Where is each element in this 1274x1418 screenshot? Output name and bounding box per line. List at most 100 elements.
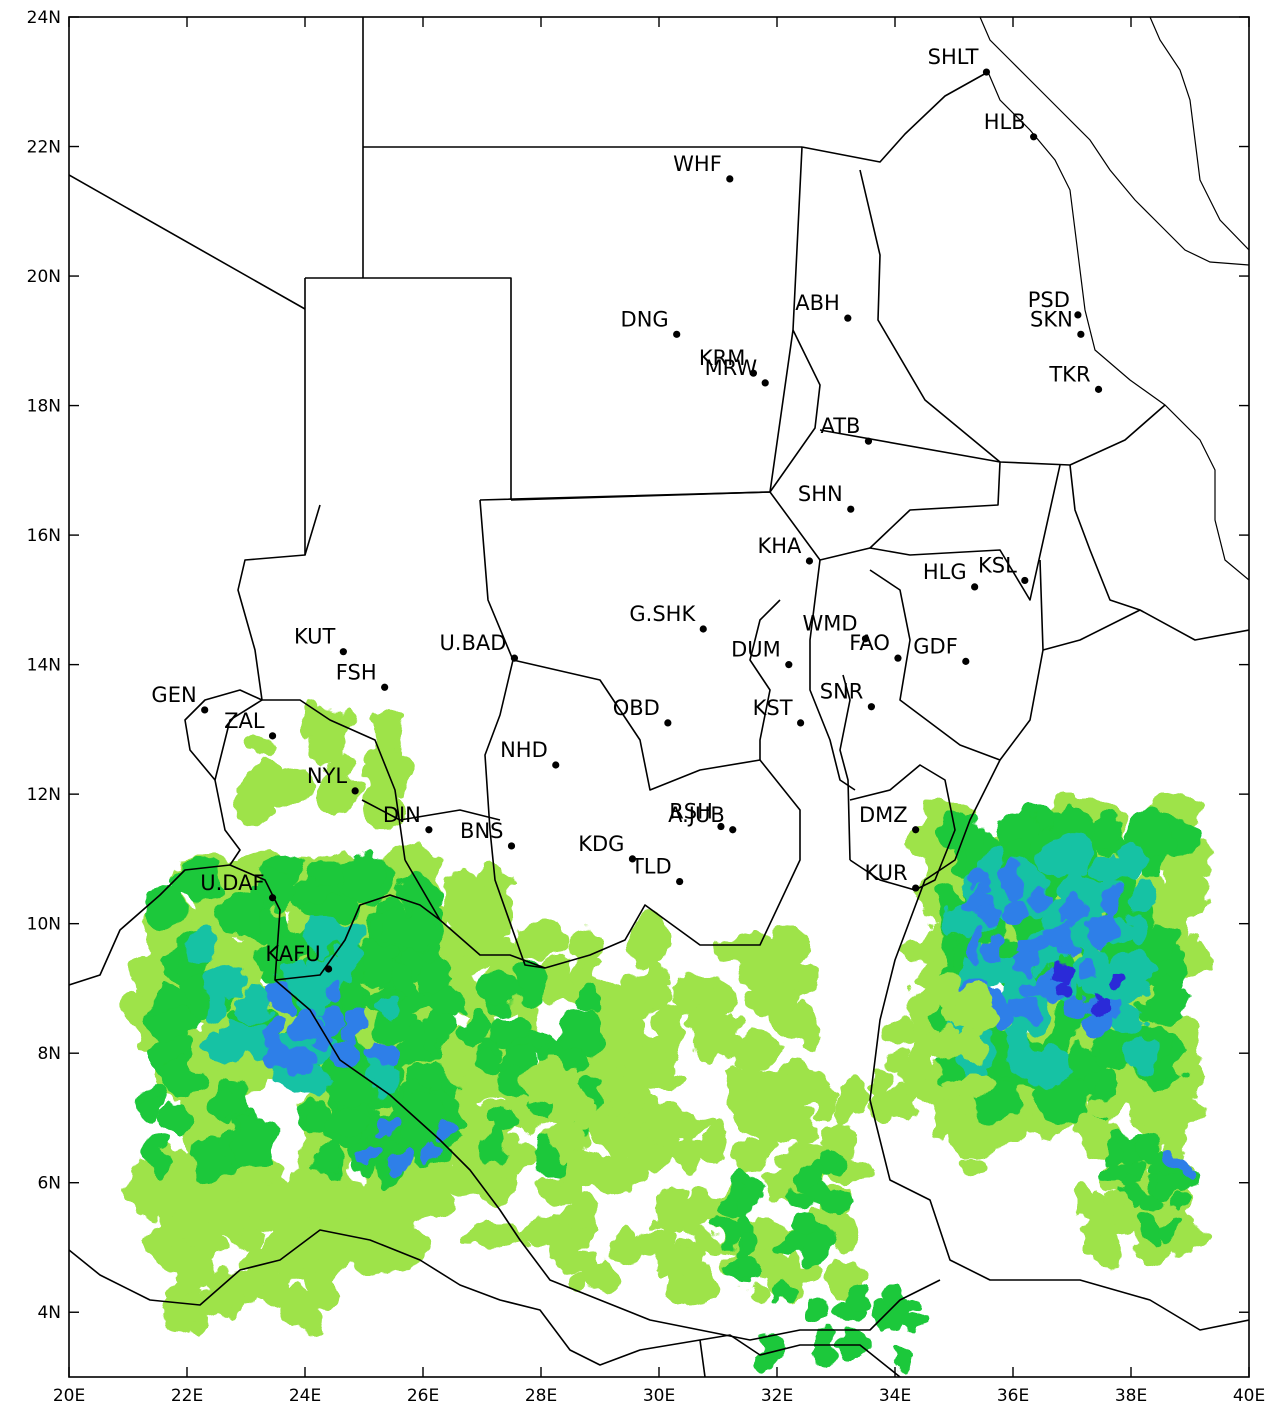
station-label: KDG (578, 832, 624, 856)
y-tick-label: 24N (27, 8, 61, 28)
station-label: GEN (151, 683, 196, 707)
station-dot (552, 761, 560, 769)
station-dot (507, 842, 516, 850)
station-label: SNR (820, 680, 864, 704)
station-psd: PSD (1028, 288, 1082, 319)
x-tick-label: 24E (289, 1386, 321, 1406)
station-dot (717, 822, 725, 831)
station-label: WHF (673, 152, 722, 176)
station-fao: FAO (849, 631, 902, 662)
station-whf: WHF (673, 152, 734, 183)
x-tick-label: 32E (761, 1386, 793, 1406)
station-dot (962, 657, 970, 665)
station-label: BNS (460, 819, 503, 843)
station-dot (201, 706, 209, 714)
station-label: KSL (978, 553, 1017, 577)
x-tick-label: 22E (171, 1386, 203, 1406)
station-label: SHN (798, 482, 843, 506)
y-tick-label: 4N (37, 1303, 61, 1323)
station-label: KST (753, 696, 793, 720)
station-label: KAFU (265, 942, 320, 966)
station-label: KHA (758, 534, 803, 558)
station-label: DMZ (859, 803, 908, 827)
station-nhd: NHD (500, 738, 560, 769)
station-dot (628, 855, 637, 863)
station-tkr: TKR (1048, 362, 1103, 393)
station-dot (805, 557, 814, 565)
station-atb: ATB (820, 414, 873, 445)
station-kur: KUR (864, 861, 920, 892)
station-dot (785, 661, 793, 669)
country-borders (69, 17, 1249, 1377)
station-dot (673, 330, 681, 338)
station-dot (847, 505, 855, 513)
y-tick-label: 14N (27, 656, 61, 676)
station-dum: DUM (731, 638, 793, 669)
x-tick-label: 40E (1233, 1386, 1265, 1406)
station-dot (325, 965, 333, 973)
station-label: OBD (613, 696, 660, 720)
station-dot (971, 583, 979, 591)
station-dmz: DMZ (859, 803, 920, 834)
station-dot (912, 826, 920, 834)
station-nyl: NYL (307, 764, 359, 795)
station-dot (1077, 330, 1085, 338)
station-label: U.BAD (439, 631, 506, 655)
station-kha: KHA (758, 534, 814, 565)
station-dot (699, 625, 707, 633)
station-dot (664, 719, 672, 727)
station-dot (761, 379, 769, 387)
rain-green-east-south (1100, 1133, 1200, 1246)
rain-green-se (716, 1155, 854, 1279)
station-dot (844, 314, 852, 322)
station-dot (797, 719, 805, 727)
station-label: HLB (984, 110, 1026, 134)
station-dot (726, 175, 734, 183)
station-dot (268, 894, 277, 902)
station-label: PSD (1028, 288, 1070, 312)
station-label: GDF (913, 634, 958, 658)
station-label: ABH (795, 291, 840, 315)
station-ksl: KSL (978, 553, 1029, 585)
station-label: FSH (336, 660, 377, 684)
station-label: WMD (802, 612, 857, 636)
station-dot (510, 654, 519, 662)
y-tick-label: 8N (37, 1044, 61, 1064)
station-label: NHD (500, 738, 548, 762)
station-dot (749, 369, 758, 377)
rain-blue-sw (261, 978, 402, 1075)
station-a-jub: A.JUB (668, 803, 737, 834)
station-dot (339, 648, 347, 656)
y-tick-label: 20N (27, 267, 61, 287)
station-fsh: FSH (336, 660, 389, 691)
station-dot (729, 826, 737, 834)
station-dot (268, 732, 277, 740)
station-label: U.DAF (200, 871, 264, 895)
station-din: DIN (383, 803, 433, 834)
station-u-bad: U.BAD (439, 631, 519, 662)
x-tick-label: 38E (1115, 1386, 1147, 1406)
station-obd: OBD (613, 696, 672, 727)
station-dot (861, 635, 870, 643)
station-abh: ABH (795, 291, 852, 322)
rain-light-green-border (867, 973, 995, 1181)
station-label: DUM (731, 638, 781, 662)
station-label: ATB (820, 414, 860, 438)
station-hlb: HLB (984, 110, 1038, 141)
station-snr: SNR (820, 680, 876, 711)
y-tick-label: 22N (27, 138, 61, 158)
rainfall-shading (120, 703, 1212, 1377)
station-skn: SKN (1030, 307, 1085, 338)
station-dot (864, 437, 873, 445)
station-bns: BNS (460, 819, 516, 850)
station-label: SKN (1030, 307, 1073, 331)
station-label: NYL (307, 764, 348, 788)
rain-blue-sw2 (356, 1118, 453, 1176)
station-mrw: MRW (705, 356, 769, 387)
station-label: KUR (864, 861, 907, 885)
station-wmd: WMD (802, 612, 870, 643)
station-label: DIN (383, 803, 421, 827)
